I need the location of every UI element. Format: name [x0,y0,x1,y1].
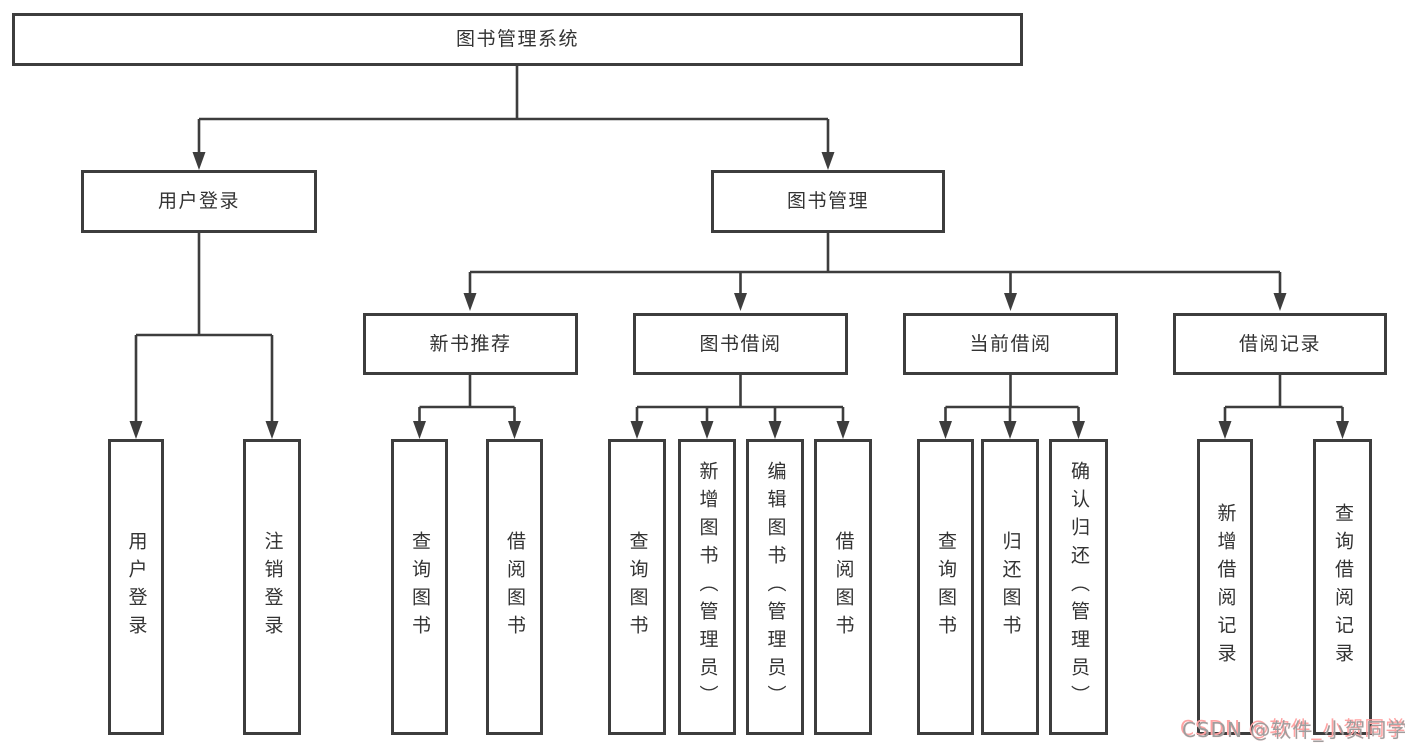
node-label: 查询图书 [409,531,431,643]
leaf-nbr-query-books: 查询图书 [391,439,448,735]
watermark: CSDN @软件_小贺同学 [1182,718,1405,742]
node-label: 用户登录 [125,531,148,643]
node-book-borrowing: 图书借阅 [633,313,848,375]
node-label: 新增借阅记录 [1214,503,1237,671]
node-book-management: 图书管理 [711,170,945,233]
node-label: 查询图书 [935,531,957,643]
node-label: 借阅记录 [1238,332,1321,355]
node-label: 图书管理系统 [455,28,579,50]
leaf-cb-query-books: 查询图书 [917,439,974,735]
leaf-bb-query-books: 查询图书 [608,439,666,735]
leaf-logout: 注销登录 [243,439,301,735]
node-current-borrowing: 当前借阅 [903,313,1118,375]
node-root: 图书管理系统 [12,13,1023,66]
leaf-cb-return-books: 归还图书 [981,439,1039,735]
node-label: 查询借阅记录 [1332,503,1354,671]
node-new-book-recommend: 新书推荐 [363,313,578,375]
node-label: 当前借阅 [969,332,1052,355]
leaf-bb-add-books-admin: 新增图书（管理员） [678,439,736,735]
leaf-bb-edit-books-admin: 编辑图书（管理员） [746,439,804,735]
node-label: 图书借阅 [699,332,782,355]
node-label: 编辑图书（管理员） [764,461,787,713]
node-user-login-branch: 用户登录 [81,170,317,233]
node-label: 查询图书 [626,531,649,643]
node-label: 归还图书 [999,531,1022,643]
node-label: 图书管理 [786,190,869,212]
leaf-br-query-record: 查询借阅记录 [1313,439,1372,735]
leaf-bb-borrow-books: 借阅图书 [814,439,872,735]
node-label: 借阅图书 [504,531,526,643]
node-label: 借阅图书 [832,531,855,643]
leaf-user-login: 用户登录 [108,439,164,735]
node-label: 用户登录 [157,190,240,212]
leaf-br-add-record: 新增借阅记录 [1197,439,1253,735]
node-label: 注销登录 [261,531,284,643]
node-label: 确认归还（管理员） [1068,461,1090,713]
node-label: 新书推荐 [429,332,512,355]
leaf-nbr-borrow-books: 借阅图书 [486,439,543,735]
leaf-cb-confirm-return-admin: 确认归还（管理员） [1049,439,1108,735]
node-borrowing-records: 借阅记录 [1173,313,1387,375]
node-label: 新增图书（管理员） [696,461,719,713]
